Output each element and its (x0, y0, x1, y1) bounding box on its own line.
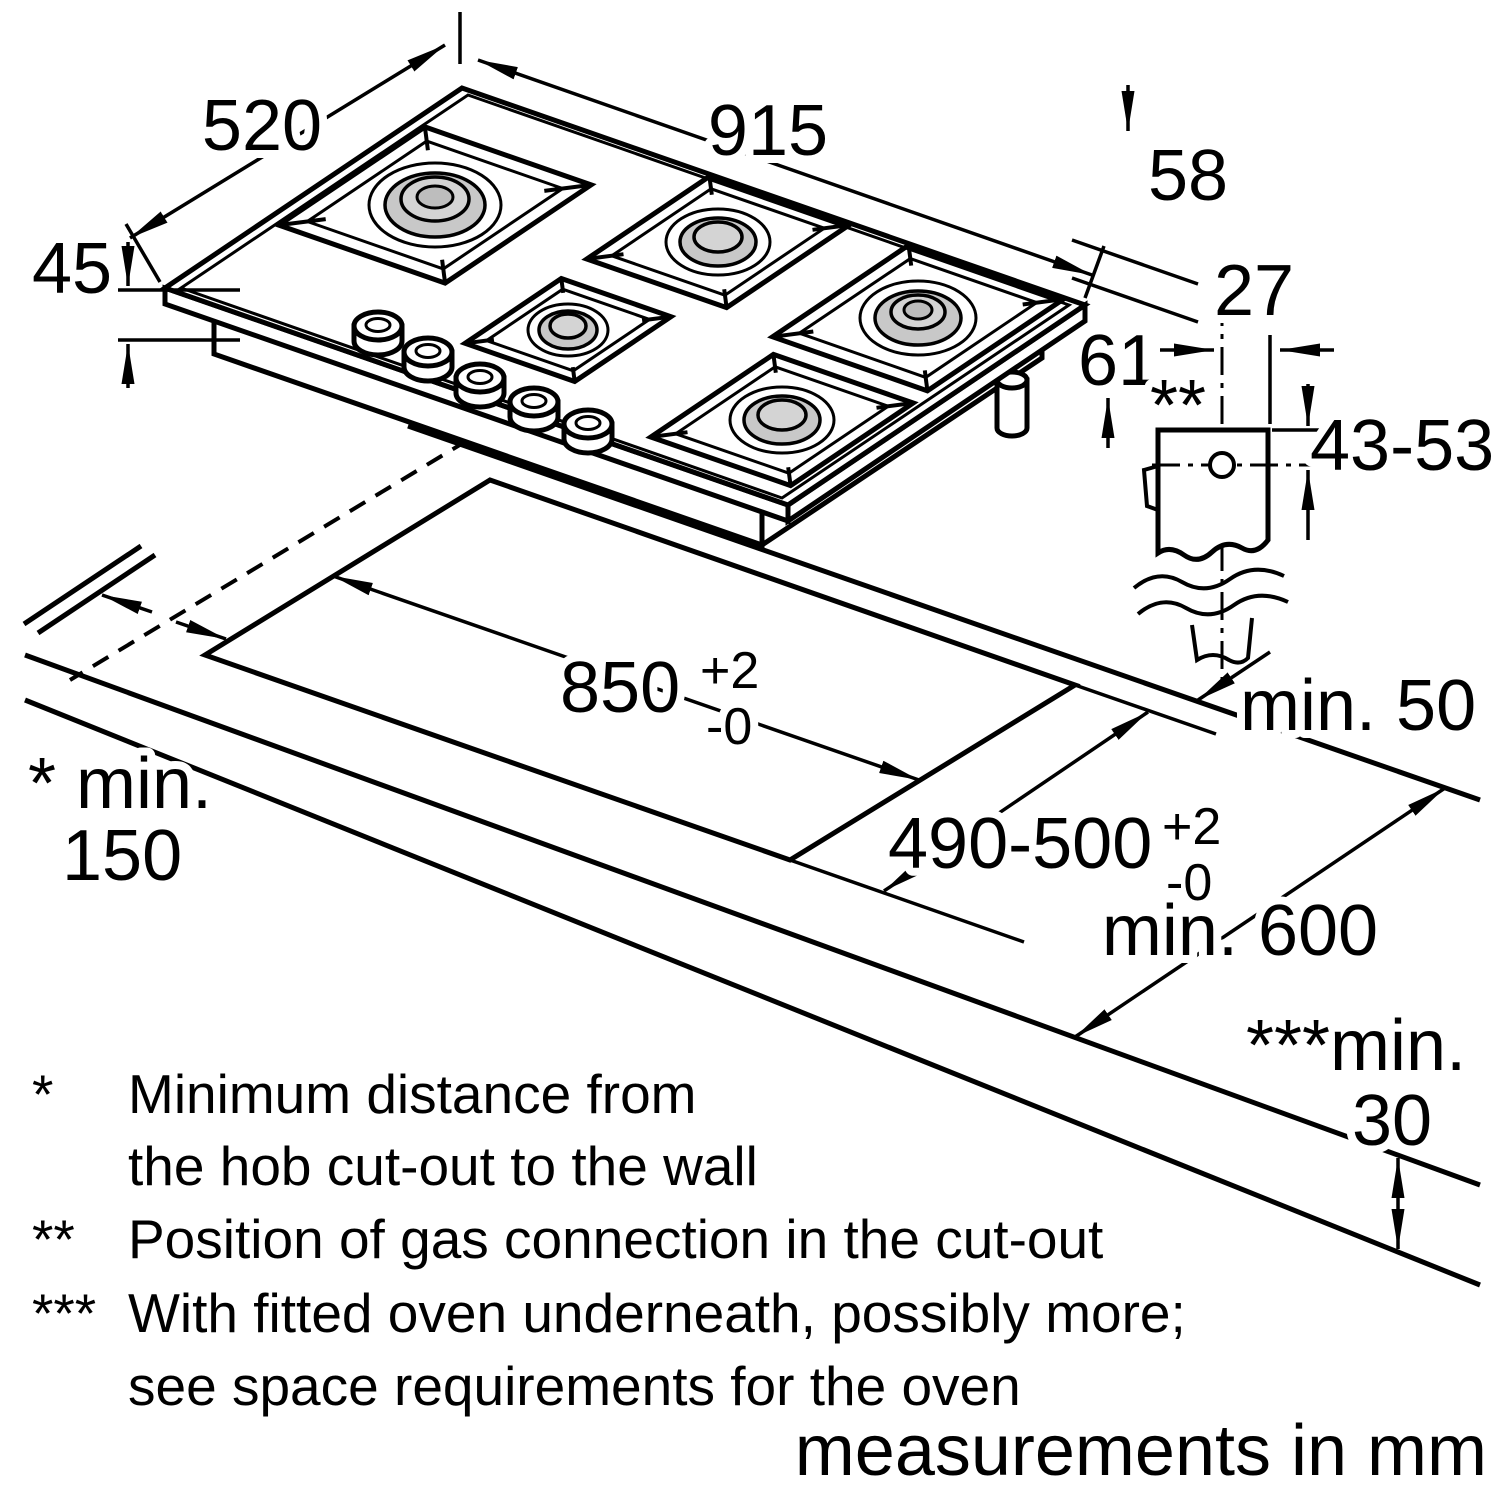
label-cutout-width-sub: -0 (706, 698, 752, 756)
footnote-marker: ** (32, 1208, 75, 1270)
burner-cap-top (415, 184, 455, 210)
burner-cap (548, 312, 588, 340)
leader-rear-clearance (1197, 650, 1271, 702)
worktop (22, 423, 1481, 1288)
label-cutout-width-sup: +2 (700, 642, 759, 700)
support-finger (722, 288, 729, 308)
support-finger (772, 329, 814, 339)
support-finger (906, 244, 914, 266)
label-wall-clearance-1: * min. (28, 744, 212, 824)
gas-connection-stub (994, 377, 1030, 439)
control-knobs (351, 309, 615, 456)
label-oven-clearance-1: ***min. (1246, 1006, 1466, 1086)
dim-line-cutout-depth (883, 710, 1149, 893)
support-finger (707, 176, 714, 196)
footnotes: * Minimum distance from the hob cut-out … (32, 1063, 1186, 1417)
knob (453, 361, 507, 410)
dim-line-cutout-width (332, 574, 920, 782)
support-finger (641, 314, 672, 323)
detail-profile-notch (1141, 464, 1159, 512)
support-finger (464, 337, 495, 346)
footnote-text: Minimum distance from (128, 1063, 696, 1125)
burner-cap (756, 398, 808, 432)
support-finger (440, 259, 448, 284)
dimension-labels: 520 45 915 58 27 61 ** 43-53 850 +2 -0 4… (20, 78, 1500, 1169)
break-line-upper (1132, 567, 1285, 591)
burner-small-middle (459, 275, 677, 385)
knob (351, 309, 405, 358)
wall-line-outer (36, 552, 157, 636)
support-finger (876, 401, 914, 410)
label-rear-clearance: min. 50 (1240, 666, 1476, 746)
ext-line-cutout-depth-front (789, 858, 1025, 944)
support-finger (570, 366, 577, 382)
label-builtin-height: 58 (1148, 136, 1228, 216)
label-gas-offset: 27 (1214, 251, 1294, 331)
detail-profile (1155, 427, 1271, 562)
burner-ring-outer (526, 302, 610, 358)
support-finger (559, 278, 566, 294)
support-finger (650, 430, 688, 439)
knob (401, 335, 455, 384)
ext-line-left (124, 223, 162, 283)
ext-seg-builtin-top (1071, 238, 1199, 286)
burner-front-centre (645, 351, 919, 489)
footnote-text: the hob cut-out to the wall (128, 1135, 758, 1197)
support-finger (786, 466, 793, 486)
label-cutout-depth-sup: +2 (1162, 798, 1221, 856)
worktop-front-edge-top (24, 652, 1481, 1188)
label-oven-clearance-2: 30 (1352, 1081, 1432, 1161)
ext-seg-builtin-bottom (1071, 276, 1199, 324)
ext-line-right (1083, 245, 1106, 299)
units-note: measurements in mm (795, 1411, 1487, 1491)
projection-dashed-line (68, 438, 470, 682)
burner-ring-outer (858, 279, 978, 357)
burner-cap (692, 220, 744, 254)
detail-profile-continuation (1190, 617, 1254, 665)
support-finger (1022, 297, 1064, 307)
label-gas-height: 43-53 (1310, 406, 1494, 486)
worktop-front-edge-bottom (24, 697, 1481, 1288)
label-wall-clearance-2: 150 (62, 816, 182, 896)
support-finger (922, 370, 930, 392)
label-total-height: 61 (1078, 321, 1158, 401)
label-width: 915 (708, 91, 828, 171)
burner-large-right (767, 242, 1069, 394)
label-cutout-depth-sub: -0 (1166, 854, 1212, 912)
ext-line-cutout-depth-back (1074, 683, 1217, 736)
worktop-back-edge (407, 423, 1481, 803)
label-cutout-depth: 490-500 (888, 804, 1152, 884)
support-finger (771, 354, 778, 374)
footnote-text: With fitted oven underneath, possibly mo… (128, 1282, 1186, 1344)
arrow-wall-clearance-right (175, 619, 227, 641)
knob (507, 385, 561, 434)
footnote-text: Position of gas connection in the cut-ou… (128, 1208, 1103, 1270)
gas-connection-point (1208, 451, 1236, 479)
dim-line-width (477, 58, 1093, 277)
footnote-marker: *** (32, 1282, 96, 1344)
dim-line-depth (129, 43, 446, 240)
label-worktop-depth: min. 600 (1102, 891, 1378, 971)
burner-ring-outer (728, 385, 836, 455)
knob (561, 407, 615, 456)
wall-line-inner (22, 543, 143, 627)
label-depth: 520 (202, 86, 322, 166)
footnote-text: see space requirements for the oven (128, 1355, 1021, 1417)
gas-connection-detail (1132, 298, 1342, 688)
dim-line-worktop-depth (1074, 786, 1446, 1039)
arrow-wall-clearance-left (101, 593, 153, 615)
label-gas-marker: ** (1150, 366, 1206, 446)
label-cutout-width: 850 (560, 648, 680, 728)
label-height: 45 (32, 229, 112, 309)
burner-cap-top (902, 299, 934, 321)
footnote-marker: * (32, 1063, 53, 1125)
break-line-lower (1136, 593, 1289, 617)
hob-dimensions (118, 12, 1199, 448)
